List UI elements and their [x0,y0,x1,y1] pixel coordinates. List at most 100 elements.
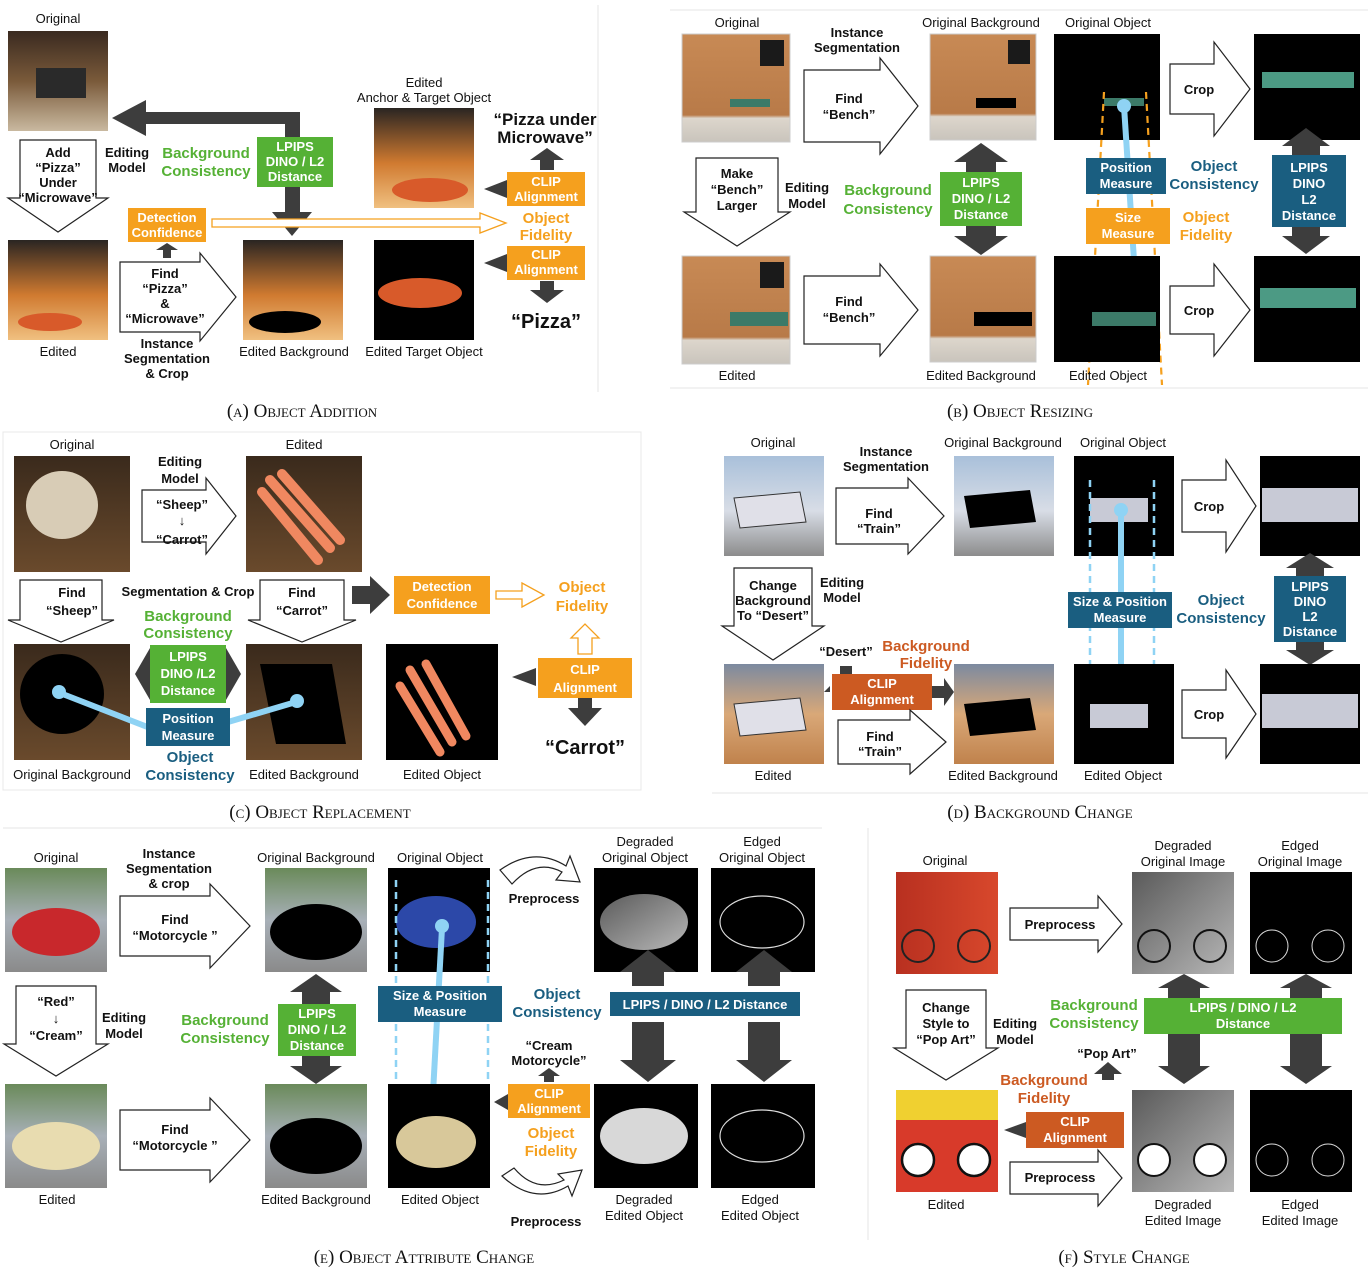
c-carrot-shapes [257,469,345,565]
d-lpips-up-arrow [1286,553,1334,576]
b-instance-seg-1: Instance [831,25,884,40]
f-edged-edited-2: Edited Image [1262,1213,1339,1228]
b-original-obj-label: Original Object [1065,15,1151,30]
panel-f: Original Preprocess Degraded Original Im… [867,828,1352,1268]
a-pizza-shape [392,178,468,202]
d-lpips-4: Distance [1283,624,1337,639]
f-edged-edited-1: Edged [1281,1197,1319,1212]
d-instr-2: Background [735,593,811,608]
f-degraded-orig-2: Original Image [1141,854,1226,869]
b-lpips-down-arrow [954,226,1008,255]
a-obj-fidelity-1: Object [523,210,570,227]
f-degraded-orig-1: Degraded [1154,838,1211,853]
e-obj-consistency-1: Object [534,986,581,1003]
f-editing-model-2: Model [996,1032,1034,1047]
e-degraded-orig-shape [600,894,688,950]
f-degraded-edited-1: Degraded [1154,1197,1211,1212]
e-bg-consistency-1: Background [181,1012,269,1029]
a-find-2: “Pizza” [142,281,188,296]
f-instr-2: Style to [923,1016,970,1031]
d-position-dot-top [1114,503,1128,517]
e-edged-edited-1: Edged [741,1192,779,1207]
e-lpips-down-arrow [290,1056,342,1084]
c-prompt: “Carrot” [545,737,625,759]
f-degraded-edited-image [1132,1090,1234,1192]
b-edited-bg-label: Edited Background [926,368,1036,383]
e-edged-orig-1: Edged [743,834,781,849]
d-edited-obj-label: Edited Object [1084,768,1162,783]
e-original-obj-label: Original Object [397,850,483,865]
e-find-bot-1: Find [161,1122,188,1137]
a-target-pizza-shape [378,278,462,308]
d-clip-left-tip [824,686,830,692]
c-lpips-left-arrow [135,648,150,700]
f-preprocess-arrow-bottom [1009,1148,1123,1208]
b-window-shape [760,40,784,66]
f-preprocess-bottom: Preprocess [1025,1170,1096,1185]
d-clip-box [832,674,932,710]
c-object-carrot-shapes [395,659,471,757]
a-lpips-1: LPIPS [276,139,314,154]
d-lpips-down-arrow [1286,642,1334,665]
e-clip-1: CLIP [534,1086,564,1101]
b-crop-arrow-bottom [1169,262,1251,358]
a-original-label: Original [36,11,81,26]
c-bg-consistency-1: Background [144,608,232,625]
b-lpips-r-2: DINO [1293,176,1326,191]
e-edged-edited-image [711,1084,815,1188]
a-detection-2: Confidence [132,225,203,240]
a-instr-1: Add [45,145,70,160]
b-edited-obj-label: Edited Object [1069,368,1147,383]
a-anchor-target-label: Anchor & Target Object [357,90,492,105]
a-clip-left-arrow-1 [484,180,507,198]
d-edited-obj-train [1090,704,1148,728]
b-lpips-3: Distance [954,207,1008,222]
a-clip-2-l2: Alignment [514,262,578,277]
b-position-dot-top [1117,99,1131,113]
a-bg-consistency-2: Consistency [161,163,251,180]
c-detection-2: Confidence [407,596,478,611]
b-find-bot-1: Find [835,294,862,309]
c-editing-model-1: Editing [158,454,202,469]
b-lpips-right-box [1272,155,1346,227]
b-caption: (b) Object Resizing [947,401,1093,422]
b-position-1: Position [1100,160,1151,175]
c-clip-1: CLIP [570,662,600,677]
e-instance-seg-2: Segmentation [126,861,212,876]
e-edged-orig-shape [719,895,805,949]
d-clip-right-arrow [932,678,954,706]
b-bg-mask-shape [976,98,1016,108]
d-crop-bottom-train [1262,694,1358,728]
e-edged-orig-2: Original Object [719,850,805,865]
b-obj-fidelity-2: Fidelity [1180,227,1233,244]
e-red-moto-shape [12,908,100,956]
c-edited-obj-label: Edited Object [403,767,481,782]
e-instr-2: ↓ [53,1011,60,1026]
b-original-label: Original [715,15,760,30]
e-preprocess-bottom: Preprocess [511,1214,582,1229]
e-lpips-2: DINO / L2 [288,1022,347,1037]
a-find-arrow [119,251,237,343]
e-instr-3: “Cream” [29,1028,82,1043]
e-edged-edited-2: Edited Object [721,1208,799,1223]
b-lpips-up-arrow [954,143,1008,172]
e-wide-left-up [620,950,676,986]
b-original-bg-label: Original Background [922,15,1040,30]
c-position-line-left [58,690,152,731]
c-clip-left-arrow [512,668,536,686]
f-popart-band [896,1090,998,1120]
e-edged-edited-shape [719,1109,805,1163]
e-degraded-orig-1: Degraded [616,834,673,849]
c-original-bg-label: Original Background [13,767,131,782]
d-clip-1: CLIP [867,676,897,691]
a-edited-label: Edited [406,75,443,90]
d-instance-seg-2: Segmentation [843,459,929,474]
a-mask-shape [249,311,321,333]
b-find-bot-2: “Bench” [823,310,876,325]
d-find-arrow-bottom [837,708,947,776]
f-wheel-right [957,929,991,963]
e-wide-right-down [736,1022,792,1082]
a-lpips-box [257,137,333,187]
b-instance-seg-2: Segmentation [814,40,900,55]
